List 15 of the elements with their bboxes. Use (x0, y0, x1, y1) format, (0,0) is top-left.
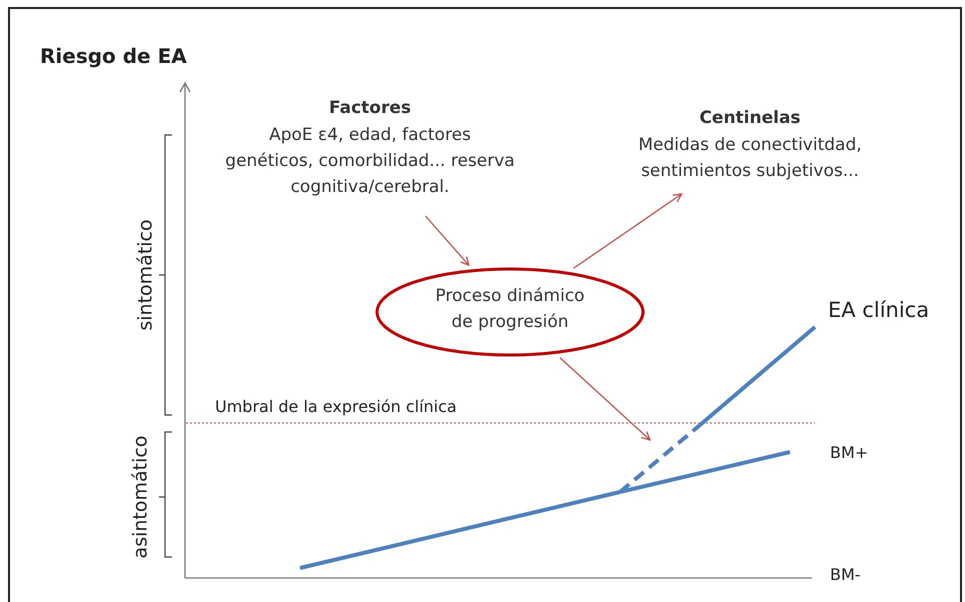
bracket-label: asintomático (128, 436, 151, 558)
heading: Centinelas (698, 107, 802, 130)
arrow (560, 357, 651, 441)
description-text: ApoE ε4, edad, factores genéticos, comorbilidad... reserva cognitiva/cerebral. (225, 124, 515, 199)
arrow (424, 216, 470, 266)
heading: Factores (328, 97, 412, 120)
line-label: BM- (830, 565, 861, 584)
line-label: EA clínica (828, 298, 930, 322)
description-text: Medidas de conectivitdad, sentimientos subjetivos... (637, 134, 863, 183)
axis-title: Riesgo de EA (40, 44, 187, 68)
arrow (573, 193, 682, 269)
ellipse-text: Proceso dinámico de progresión (434, 285, 586, 334)
bracket-label: sintomático (134, 219, 156, 331)
threshold-label: Umbral de la expresión clínica (215, 397, 457, 416)
line-label: BM+ (830, 443, 868, 462)
